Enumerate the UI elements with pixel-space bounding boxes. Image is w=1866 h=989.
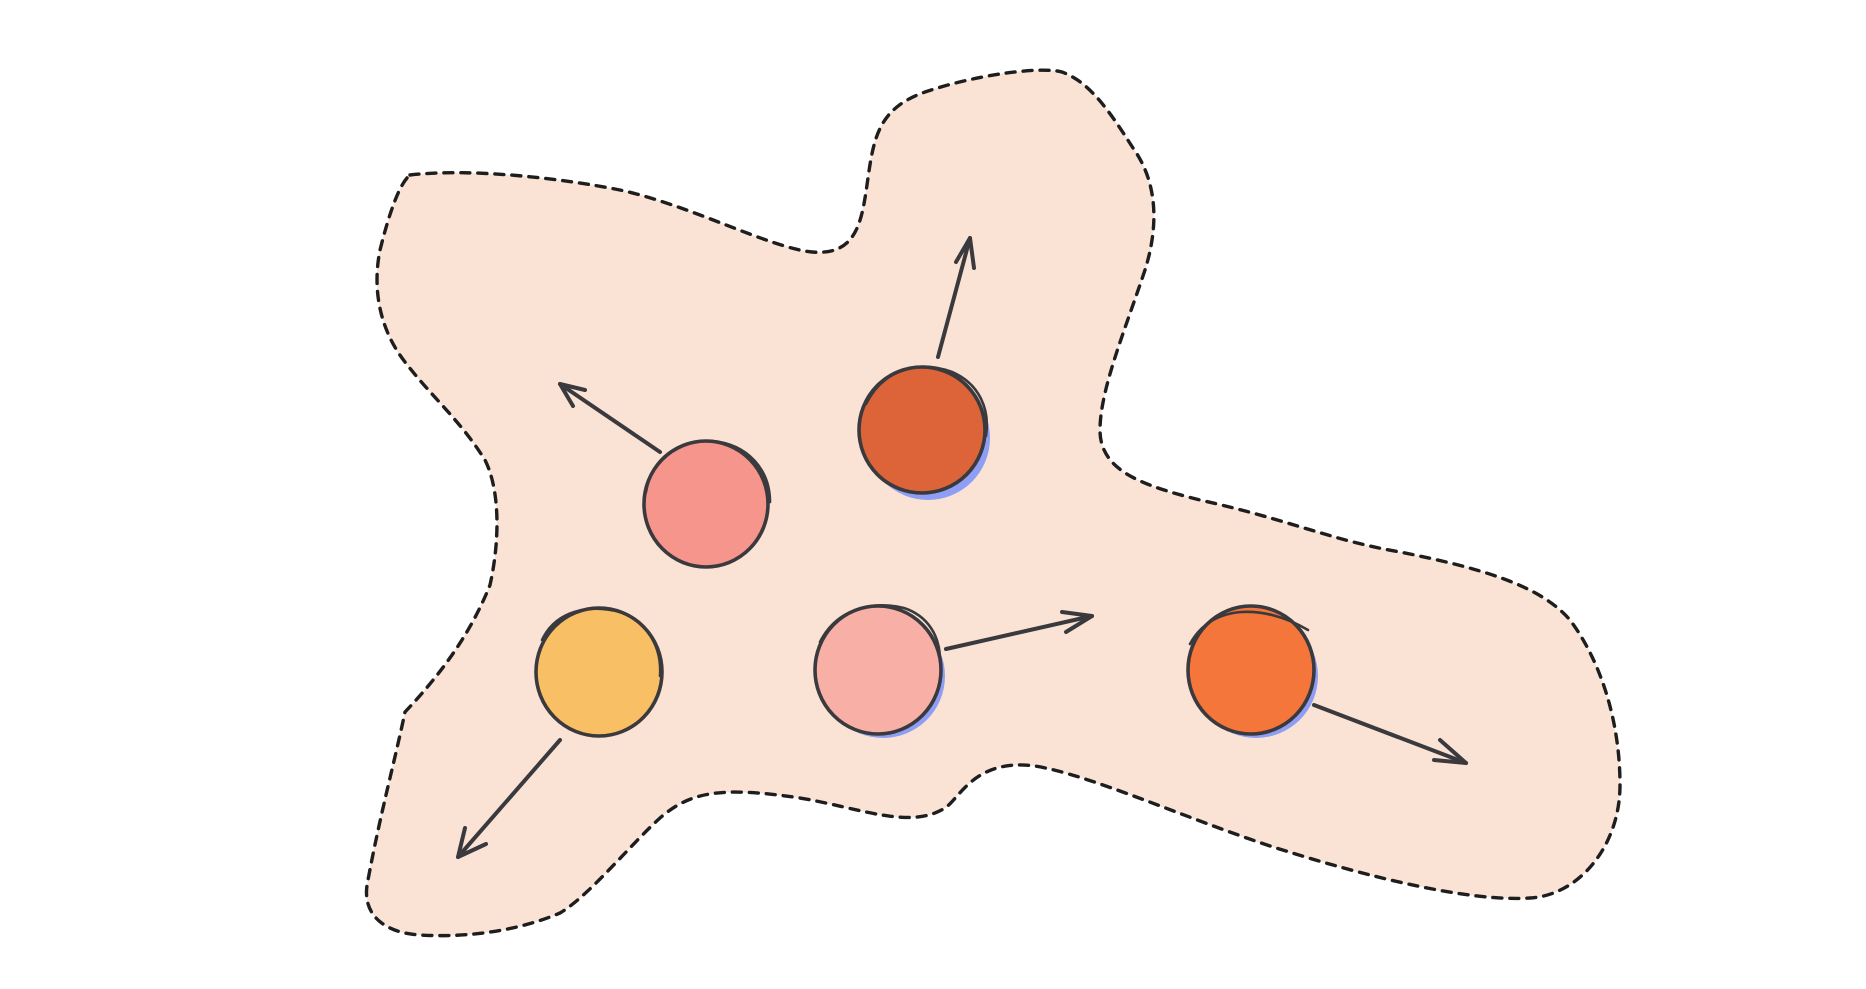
arrow-head: [456, 826, 488, 859]
velocity-arrow-up: [936, 236, 972, 359]
particle-dark-orange: [857, 236, 990, 500]
velocity-arrow-down-left: [456, 738, 562, 859]
arrow-head: [558, 382, 587, 408]
particle-yellow: [456, 606, 664, 859]
arrow-head: [1432, 738, 1468, 765]
particle-orange: [1186, 604, 1468, 765]
arrow-head: [954, 236, 976, 270]
particle-salmon: [558, 382, 772, 569]
arrow-head: [1060, 610, 1094, 634]
velocity-arrow-right: [944, 614, 1094, 651]
region-boundary: [364, 68, 1622, 938]
velocity-arrow-up-left: [558, 382, 662, 454]
velocity-arrow-down-right: [1312, 703, 1468, 765]
region: [364, 68, 1622, 938]
particle-pink: [813, 604, 1094, 738]
region-fill: [366, 70, 1620, 936]
